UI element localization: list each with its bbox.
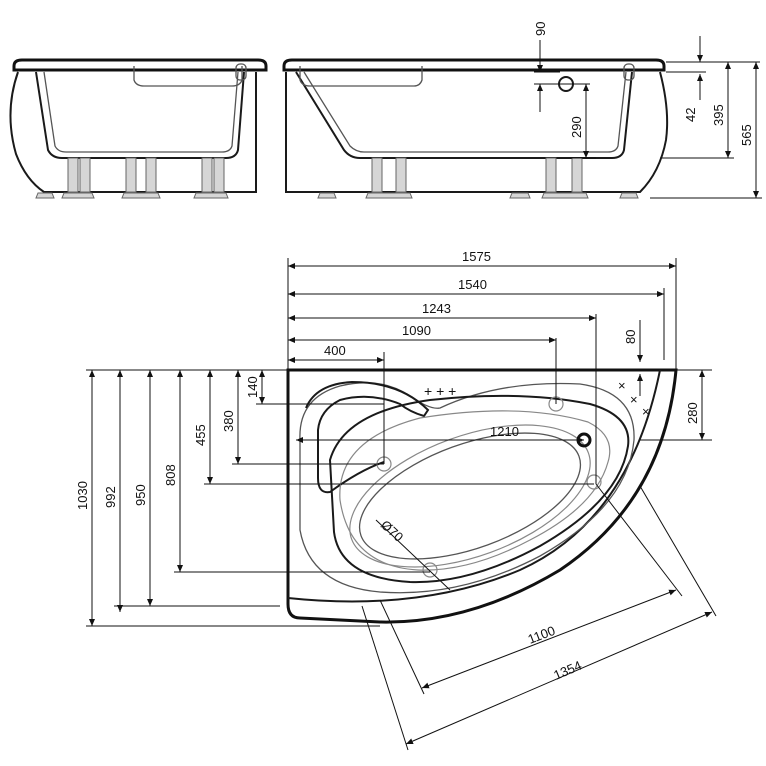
dim-280: 280 xyxy=(685,402,700,424)
control-markers: + + + xyxy=(424,383,456,399)
support-legs-left xyxy=(35,157,229,199)
dim-1210: 1210 xyxy=(490,424,519,439)
dim-42: 42 xyxy=(683,108,698,122)
dim-140: 140 xyxy=(245,376,260,398)
dim-808: 808 xyxy=(163,464,178,486)
dim-395: 395 xyxy=(711,104,726,126)
dim-380: 380 xyxy=(221,410,236,432)
dim-1243: 1243 xyxy=(422,301,451,316)
dim-1100: 1100 xyxy=(526,623,557,647)
elevation-dimensions: 90 290 42 395 565 xyxy=(533,22,762,199)
dim-1575: 1575 xyxy=(462,249,491,264)
side-elevation-left xyxy=(9,58,268,199)
support-legs-right xyxy=(317,157,639,199)
plan-dimensions: 1575 1540 1243 1090 400 1210 1030 992 95… xyxy=(75,249,717,751)
plan-view: + + + × × × xyxy=(286,368,678,624)
dim-950: 950 xyxy=(133,484,148,506)
dim-400: 400 xyxy=(324,343,346,358)
dim-992: 992 xyxy=(103,486,118,508)
dim-1090: 1090 xyxy=(402,323,431,338)
dim-455: 455 xyxy=(193,424,208,446)
dim-290: 290 xyxy=(569,116,584,138)
dim-90: 90 xyxy=(533,22,548,36)
cross-marker-3: × xyxy=(642,404,650,419)
dim-1540: 1540 xyxy=(458,277,487,292)
dim-565: 565 xyxy=(739,124,754,146)
side-elevation-right xyxy=(282,58,669,199)
dim-drain-diameter: Ø70 xyxy=(378,517,406,545)
dim-80: 80 xyxy=(623,330,638,344)
dim-1030: 1030 xyxy=(75,481,90,510)
cross-marker-1: × xyxy=(618,378,626,393)
dim-1354: 1354 xyxy=(551,658,583,683)
cross-marker-2: × xyxy=(630,392,638,407)
